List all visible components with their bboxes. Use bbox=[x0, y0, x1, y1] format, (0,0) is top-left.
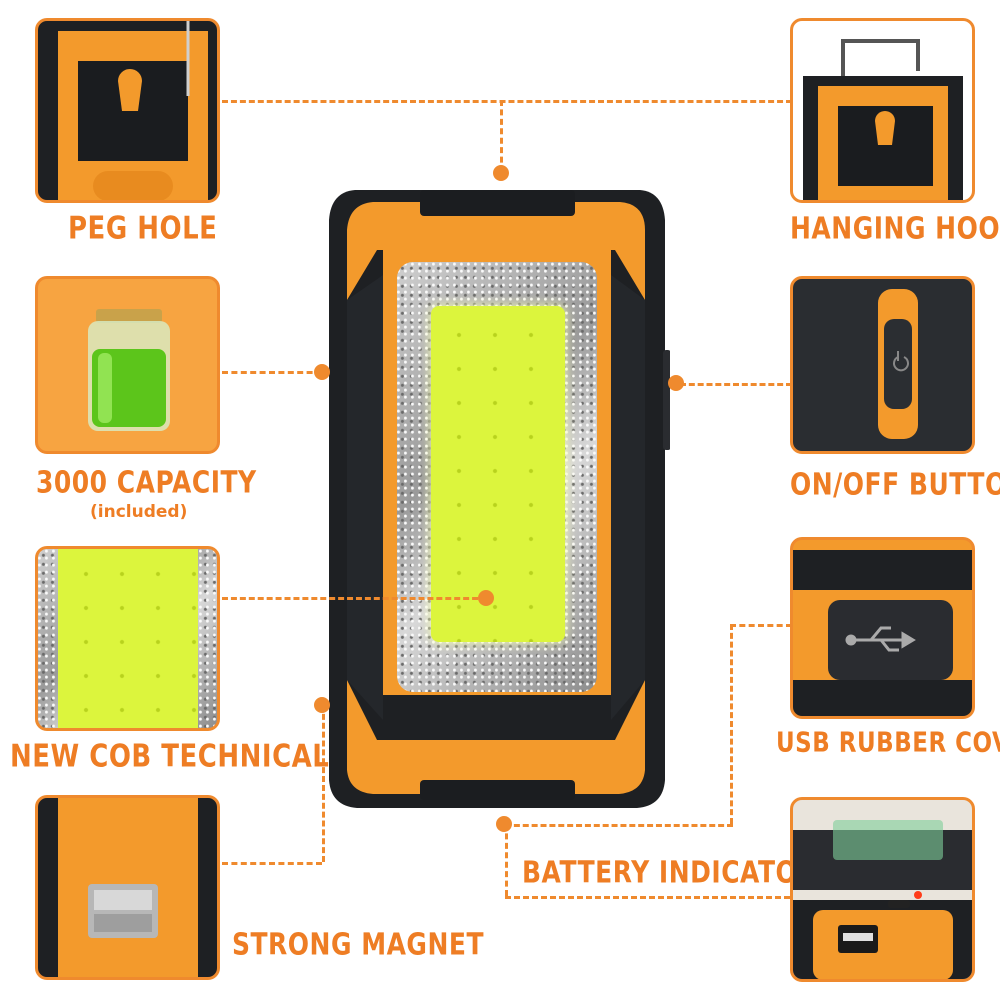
connector-battery-v bbox=[505, 824, 508, 896]
usb-icon bbox=[845, 626, 916, 652]
connector-dot-capacity bbox=[314, 364, 330, 380]
peg-hole-photo bbox=[35, 18, 220, 203]
connector-dot-onoff bbox=[668, 375, 684, 391]
hanging-hook-photo bbox=[790, 18, 975, 203]
connector-battery-h bbox=[505, 896, 790, 899]
connector-dot-top bbox=[493, 165, 509, 181]
peg-hole-label: PEG HOLE bbox=[68, 211, 218, 247]
power-button-photo bbox=[790, 276, 975, 454]
on-off-label: ON/OFF BUTTON bbox=[790, 467, 1000, 502]
cob-label: NEW COB TECHNICAL bbox=[10, 739, 330, 775]
capacity-label: 3000 CAPACITY bbox=[36, 465, 257, 500]
capacity-note: (included) bbox=[90, 502, 188, 522]
connector-usb-v bbox=[730, 624, 733, 824]
connector-usb-h bbox=[730, 624, 792, 627]
cob-closeup-photo bbox=[35, 546, 220, 731]
connector-cob bbox=[222, 597, 487, 600]
work-light-product bbox=[325, 180, 671, 812]
battery-capacity-photo bbox=[35, 276, 220, 454]
hanging-hook-label: HANGING HOOK bbox=[790, 211, 1000, 246]
connector-magnet-v bbox=[322, 705, 325, 862]
battery-indicator-label: BATTERY INDICATOR bbox=[522, 855, 817, 890]
magnet-photo bbox=[35, 795, 220, 980]
connector-dot-bottom bbox=[496, 816, 512, 832]
power-icon bbox=[893, 351, 909, 372]
connector-magnet-h bbox=[222, 862, 322, 865]
connector-onoff bbox=[680, 383, 792, 386]
connector-top-stem bbox=[500, 100, 503, 172]
battery-indicator-photo bbox=[790, 797, 975, 982]
usb-cover-photo bbox=[790, 537, 975, 719]
battery-icon bbox=[88, 309, 170, 431]
usb-cover-label: USB RUBBER COVER bbox=[776, 727, 1000, 759]
connector-peg-hook bbox=[222, 100, 792, 103]
connector-capacity bbox=[222, 371, 322, 374]
connector-usb-bottom bbox=[505, 824, 733, 827]
magnet-label: STRONG MAGNET bbox=[232, 927, 485, 962]
connector-dot-cob bbox=[478, 590, 494, 606]
cob-led-panel bbox=[431, 306, 565, 642]
